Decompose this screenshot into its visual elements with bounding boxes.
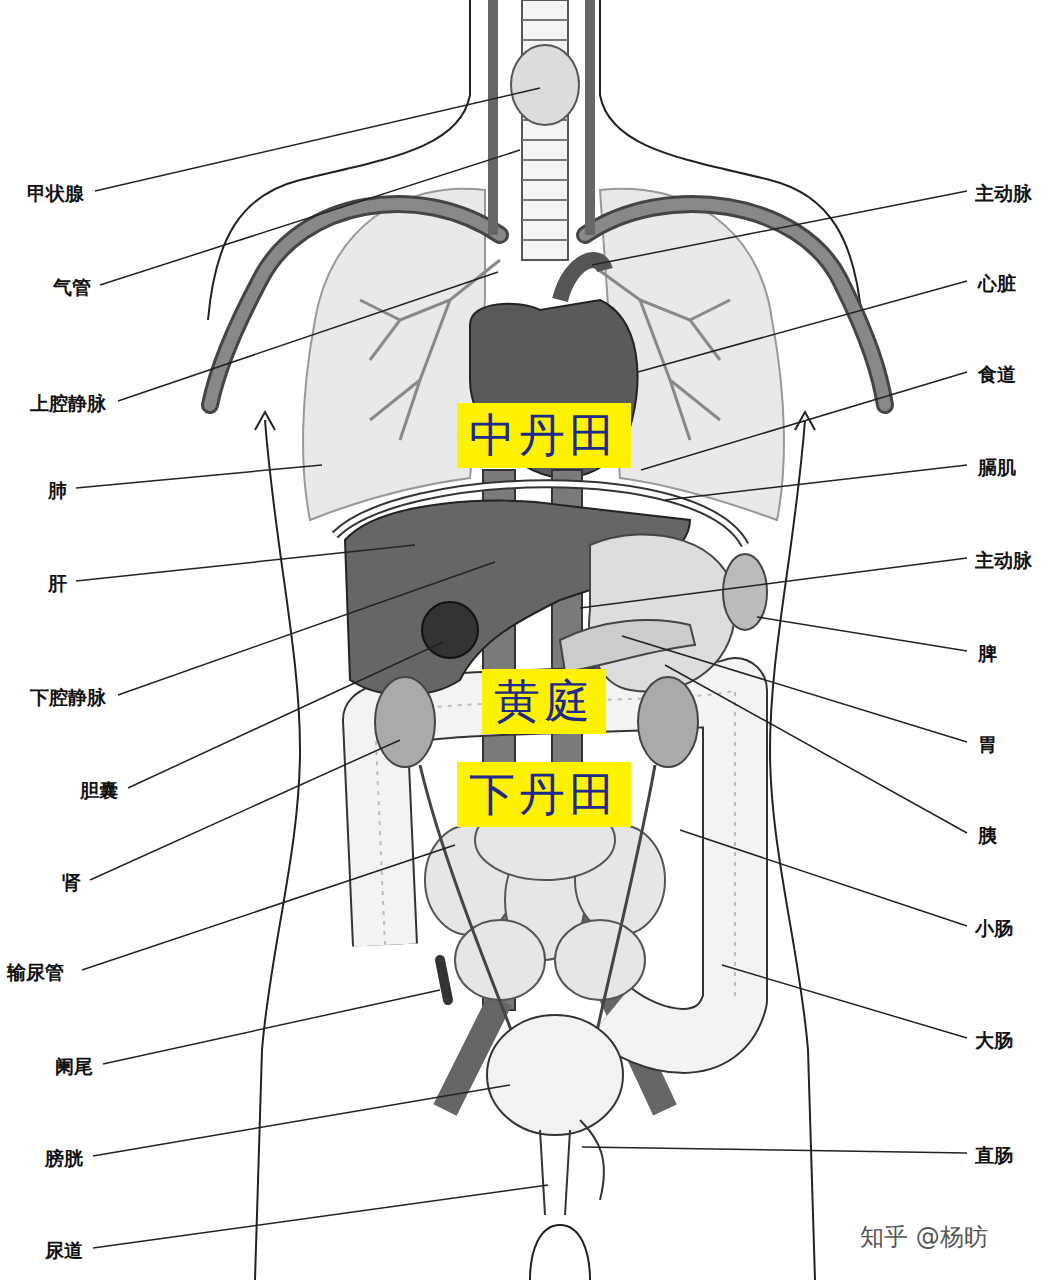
organ-label: 膈肌 — [978, 456, 1016, 479]
organ-label: 胆囊 — [80, 779, 118, 802]
organ-label: 胰 — [978, 824, 997, 847]
dantian-text: 中丹田 — [469, 410, 619, 461]
dantian-text: 黄庭 — [494, 676, 594, 727]
organ-label: 主动脉 — [975, 182, 1032, 205]
organ-label: 气管 — [53, 276, 91, 299]
dantian-text: 下丹田 — [469, 769, 619, 820]
organ-label: 输尿管 — [7, 961, 64, 984]
organ-label: 胃 — [978, 733, 997, 756]
organ-label: 上腔静脉 — [30, 392, 106, 415]
dantian-box: 中丹田 — [457, 403, 631, 468]
dantian-box: 下丹田 — [457, 762, 631, 827]
organ-label: 下腔静脉 — [30, 686, 106, 709]
organ-label: 脾 — [978, 642, 997, 665]
organ-label: 甲状腺 — [27, 182, 84, 205]
organ-label: 直肠 — [975, 1144, 1013, 1167]
organ-label: 阑尾 — [55, 1055, 93, 1078]
organ-label: 主动脉 — [975, 549, 1032, 572]
organ-label: 肝 — [48, 572, 67, 595]
organ-label: 大肠 — [975, 1029, 1013, 1052]
organ-label: 肾 — [62, 871, 81, 894]
organ-label: 小肠 — [975, 917, 1013, 940]
organ-label: 尿道 — [45, 1239, 83, 1262]
organ-label: 食道 — [978, 363, 1016, 386]
dantian-box: 黄庭 — [482, 669, 606, 734]
watermark: 知乎 @杨昉 — [860, 1223, 988, 1252]
organ-label: 心脏 — [978, 272, 1016, 295]
organ-label: 膀胱 — [45, 1147, 83, 1170]
organ-label: 肺 — [48, 479, 67, 502]
